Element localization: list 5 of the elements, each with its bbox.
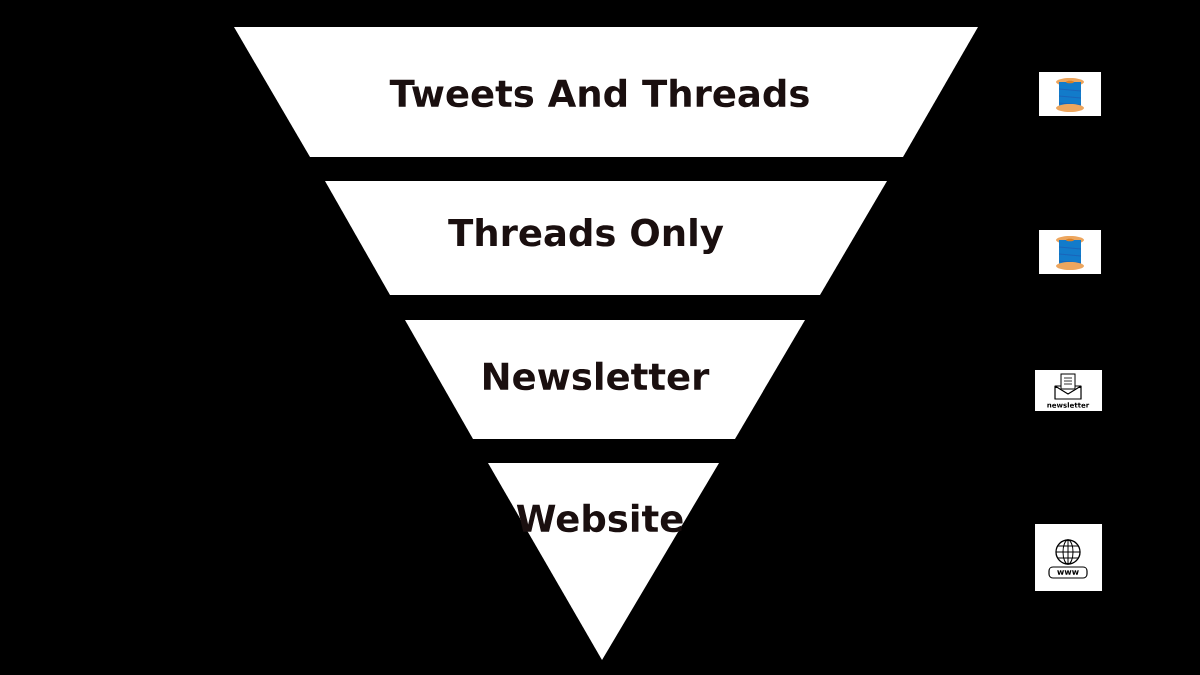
icon-label: www: [1057, 570, 1079, 575]
funnel-band: Threads Only: [325, 181, 887, 295]
funnel-band: Tweets And Threads: [234, 27, 978, 157]
funnel-triangle: Website: [488, 463, 719, 660]
funnel-band: Newsletter: [405, 320, 805, 439]
